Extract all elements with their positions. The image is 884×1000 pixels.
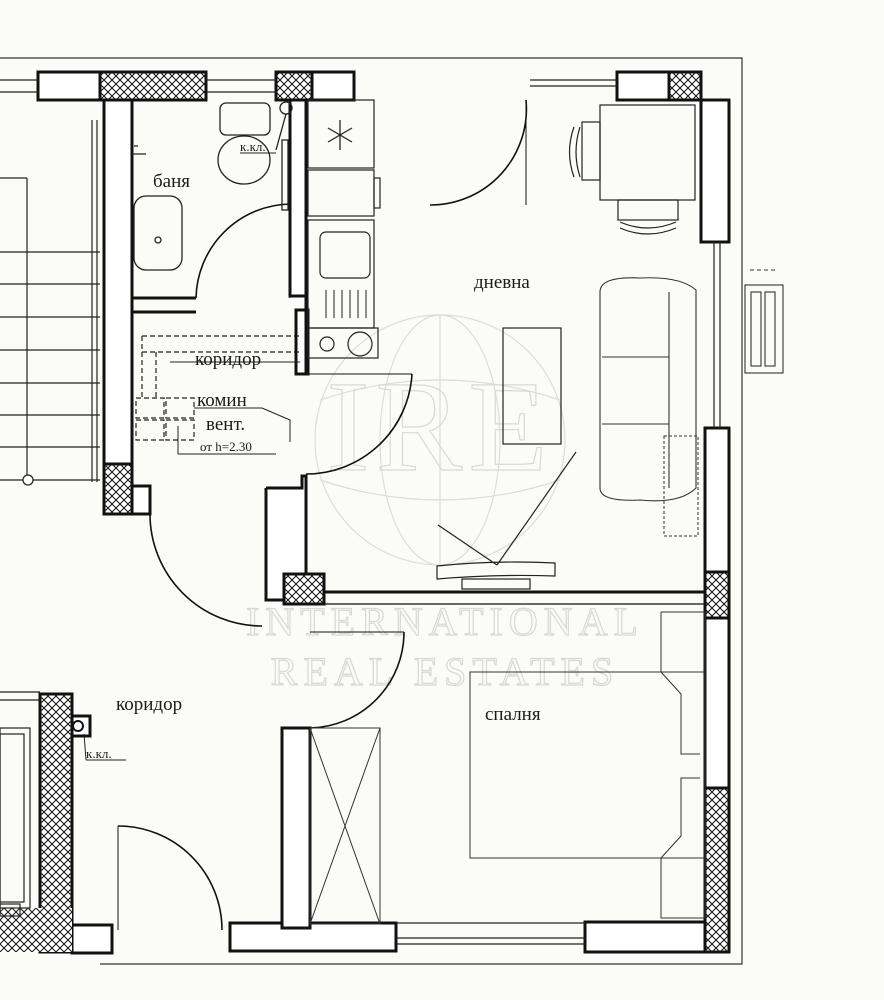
chair-left-icon: [581, 121, 601, 181]
fridge-snowflake-icon: [327, 120, 353, 150]
outer-boundary: [0, 57, 743, 965]
oven-icon: [307, 169, 375, 217]
duct-label-chimney: комин: [197, 390, 247, 411]
chimney-vent-ducts: [135, 335, 300, 441]
window-right: [713, 242, 721, 428]
living-furniture: [436, 327, 577, 590]
window-bottom: [396, 922, 585, 945]
radiator: [663, 435, 699, 537]
wall-top: [36, 70, 703, 102]
staircase: [0, 120, 100, 486]
toilet-tank-icon: [219, 102, 271, 136]
wall-right: [699, 98, 731, 954]
interior-walls: [0, 98, 705, 954]
room-label-bathroom: баня: [153, 171, 190, 192]
duct-height-note: от h=2.30: [200, 439, 252, 454]
kitchen: [307, 99, 381, 359]
bathroom-fixtures: [132, 101, 293, 271]
bed-icon: [469, 671, 706, 859]
window-top-left: [0, 79, 617, 93]
dining-table: [568, 104, 696, 235]
duct-leaders: [170, 361, 300, 455]
riser-bottom-icon: [72, 720, 84, 732]
wall-bottom: [70, 920, 707, 955]
wardrobe: [309, 727, 381, 925]
kitchen-sink-icon: [319, 231, 371, 279]
toilet-bowl-icon: [217, 135, 271, 185]
chair-bottom-icon: [617, 199, 679, 221]
doors: [117, 99, 528, 931]
room-label-corridor-outer: коридор: [116, 694, 182, 715]
watermark: IRE INTERNATIONAL REAL ESTATES: [245, 314, 644, 695]
coffee-table-icon: [502, 327, 562, 445]
riser-label-top: к.кл.: [240, 139, 266, 154]
watermark-monogram: IRE: [326, 355, 553, 499]
sofa: [599, 277, 697, 502]
boiler-icon: [347, 331, 373, 357]
riser-label-bottom: к.кл.: [86, 746, 112, 761]
tv-stand-icon: [436, 561, 556, 580]
sink-icon: [133, 195, 183, 271]
riser-bottom-leader: [83, 733, 87, 761]
elevator: [0, 691, 40, 917]
room-label-living: дневна: [474, 272, 530, 293]
globe-watermark-icon: [314, 314, 566, 566]
watermark-line1: INTERNATIONAL: [246, 599, 644, 644]
room-label-bedroom: спалня: [485, 704, 541, 725]
bed: [469, 611, 706, 919]
duct-label-vent: вент.: [206, 414, 245, 435]
room-label-corridor-inner: коридор: [195, 349, 261, 370]
ac-unit: [744, 269, 784, 374]
table-icon: [599, 104, 696, 201]
